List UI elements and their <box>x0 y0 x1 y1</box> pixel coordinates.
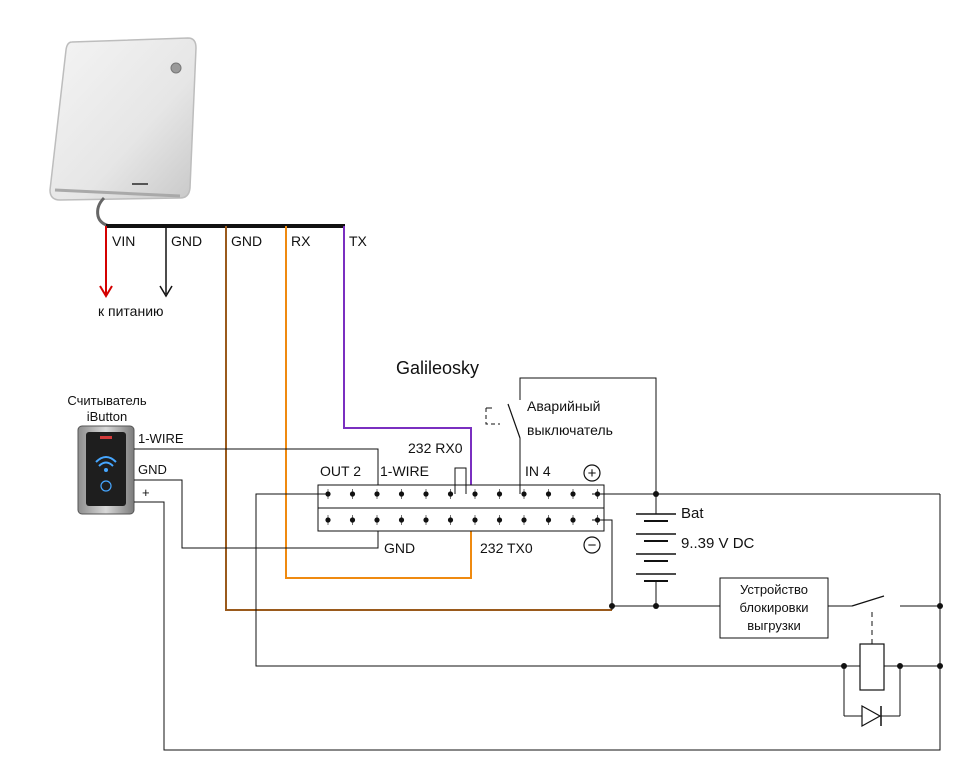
emergency-switch-label-1: Аварийный <box>527 398 600 414</box>
label-tx: TX <box>349 233 368 249</box>
label-rx: RX <box>291 233 311 249</box>
out2-wire <box>255 493 860 667</box>
relay-contact <box>828 595 940 644</box>
blocking-device-line2: блокировки <box>739 600 808 615</box>
ibutton-title-line2: iButton <box>87 409 127 424</box>
gnd-power-wire <box>159 226 173 298</box>
emergency-switch-label-2: выключатель <box>527 422 613 438</box>
rfid-reader-panel <box>49 37 197 228</box>
svg-text:−: − <box>588 537 597 554</box>
label-vin: VIN <box>112 233 135 249</box>
ibutton-label-gnd: GND <box>138 462 167 477</box>
blocking-device-line3: выгрузки <box>747 618 801 633</box>
label-in4: IN 4 <box>525 463 551 479</box>
ibutton-gnd-wire <box>134 479 379 549</box>
diode-symbol <box>844 704 900 728</box>
label-gnd: GND <box>171 233 202 249</box>
rx0-jumper <box>454 467 467 494</box>
label-gnd-2: GND <box>231 233 262 249</box>
tx-purple-wire <box>343 226 472 494</box>
battery-voltage: 9..39 V DC <box>681 535 755 552</box>
label-out2: OUT 2 <box>320 463 361 479</box>
gnd-brown-wire <box>225 226 612 611</box>
minus-rail <box>592 519 613 610</box>
ibutton-1wire-wire <box>134 448 379 494</box>
terminal-block <box>317 484 605 532</box>
label-tracker-gnd: GND <box>384 540 415 556</box>
label-232-rx0: 232 RX0 <box>408 440 463 456</box>
junction-dots <box>609 491 943 669</box>
ibutton-label-plus: + <box>142 485 150 500</box>
relay-coil <box>843 643 940 716</box>
terminal-pins <box>325 489 601 525</box>
vin-wire <box>99 226 113 298</box>
tracker-title: Galileosky <box>396 358 479 378</box>
rx-orange-wire <box>285 226 472 579</box>
svg-text:+: + <box>588 465 597 482</box>
emergency-switch <box>485 377 657 494</box>
ibutton-reader <box>77 425 135 515</box>
blocking-device-box <box>719 577 829 639</box>
plus-terminal-icon: + <box>583 464 601 482</box>
blocking-device-line1: Устройство <box>740 582 808 597</box>
label-232-tx0: 232 TX0 <box>480 540 533 556</box>
ibutton-label-1wire: 1-WIRE <box>138 431 184 446</box>
label-1wire: 1-WIRE <box>380 463 429 479</box>
battery-symbol <box>636 494 676 606</box>
battery-name: Bat <box>681 505 704 522</box>
minus-terminal-icon: − <box>583 536 601 554</box>
label-to-power: к питанию <box>98 303 164 319</box>
ibutton-title-line1: Считыватель <box>67 393 146 408</box>
